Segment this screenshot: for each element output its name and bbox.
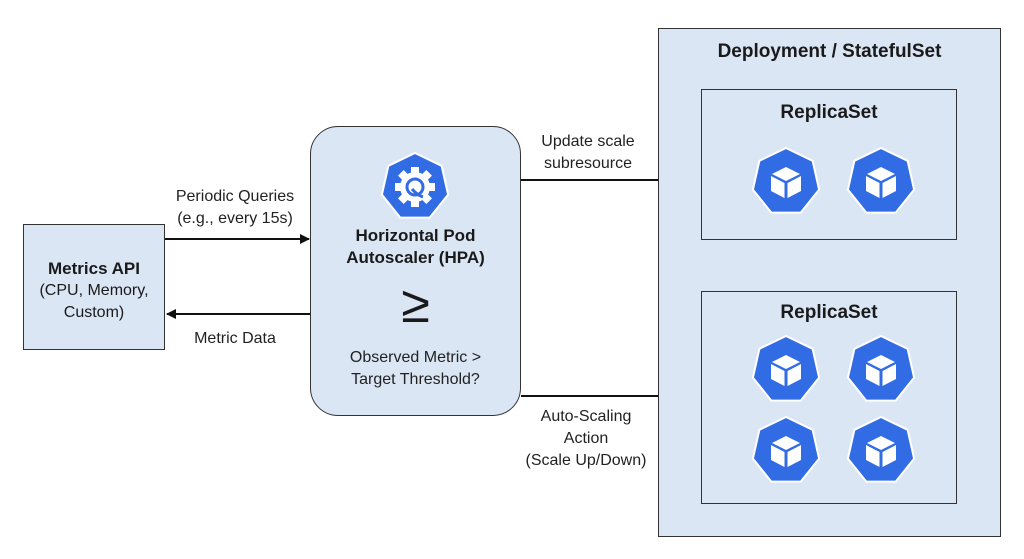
hpa-question-line2: Target Threshold?	[351, 371, 480, 388]
replicaset-box-1: ReplicaSet	[701, 89, 957, 240]
deployment-title: Deployment / StatefulSet	[717, 41, 942, 62]
hpa-question-line1: Observed Metric >	[349, 349, 482, 366]
update-scale-label: Update scale subresource	[518, 131, 658, 175]
periodic-queries-line1: Periodic Queries	[175, 188, 295, 205]
metrics-api-line1: (CPU, Memory,	[39, 282, 149, 299]
deployment-box: Deployment / StatefulSet ReplicaSet Repl…	[658, 28, 1001, 537]
greater-equal-symbol: ≥	[401, 276, 430, 334]
hpa-title-line2: Autoscaler (HPA)	[346, 248, 485, 267]
metrics-api-box: Metrics API (CPU, Memory, Custom)	[23, 224, 165, 350]
metrics-api-line2: Custom)	[63, 304, 125, 321]
pod-icon	[750, 415, 822, 487]
update-scale-line1: Update scale	[541, 133, 635, 150]
periodic-queries-line2: (e.g., every 15s)	[177, 210, 293, 227]
pod-icon	[845, 146, 917, 218]
update-scale-line2: subresource	[543, 155, 633, 172]
autoscaling-line1: Auto-Scaling	[540, 408, 632, 425]
periodic-queries-label: Periodic Queries (e.g., every 15s)	[160, 186, 310, 230]
metrics-api-title: Metrics API	[48, 259, 140, 278]
hpa-title-line1: Horizontal Pod	[355, 226, 476, 245]
replicaset-title-1: ReplicaSet	[780, 102, 878, 123]
autoscaling-line2: Action	[563, 430, 609, 447]
hpa-gear-icon	[380, 151, 450, 219]
pod-icon	[750, 146, 822, 218]
pod-icon	[750, 334, 822, 406]
autoscaling-action-label: Auto-Scaling Action (Scale Up/Down)	[508, 406, 664, 472]
pod-icon	[845, 415, 917, 487]
hpa-box: Horizontal Pod Autoscaler (HPA) ≥ Observ…	[310, 126, 521, 416]
replicaset-title-2: ReplicaSet	[780, 302, 878, 323]
replicaset-box-2: ReplicaSet	[701, 291, 957, 504]
pod-icon	[845, 334, 917, 406]
metric-data-label: Metric Data	[194, 330, 276, 347]
autoscaling-line3: (Scale Up/Down)	[525, 452, 647, 469]
